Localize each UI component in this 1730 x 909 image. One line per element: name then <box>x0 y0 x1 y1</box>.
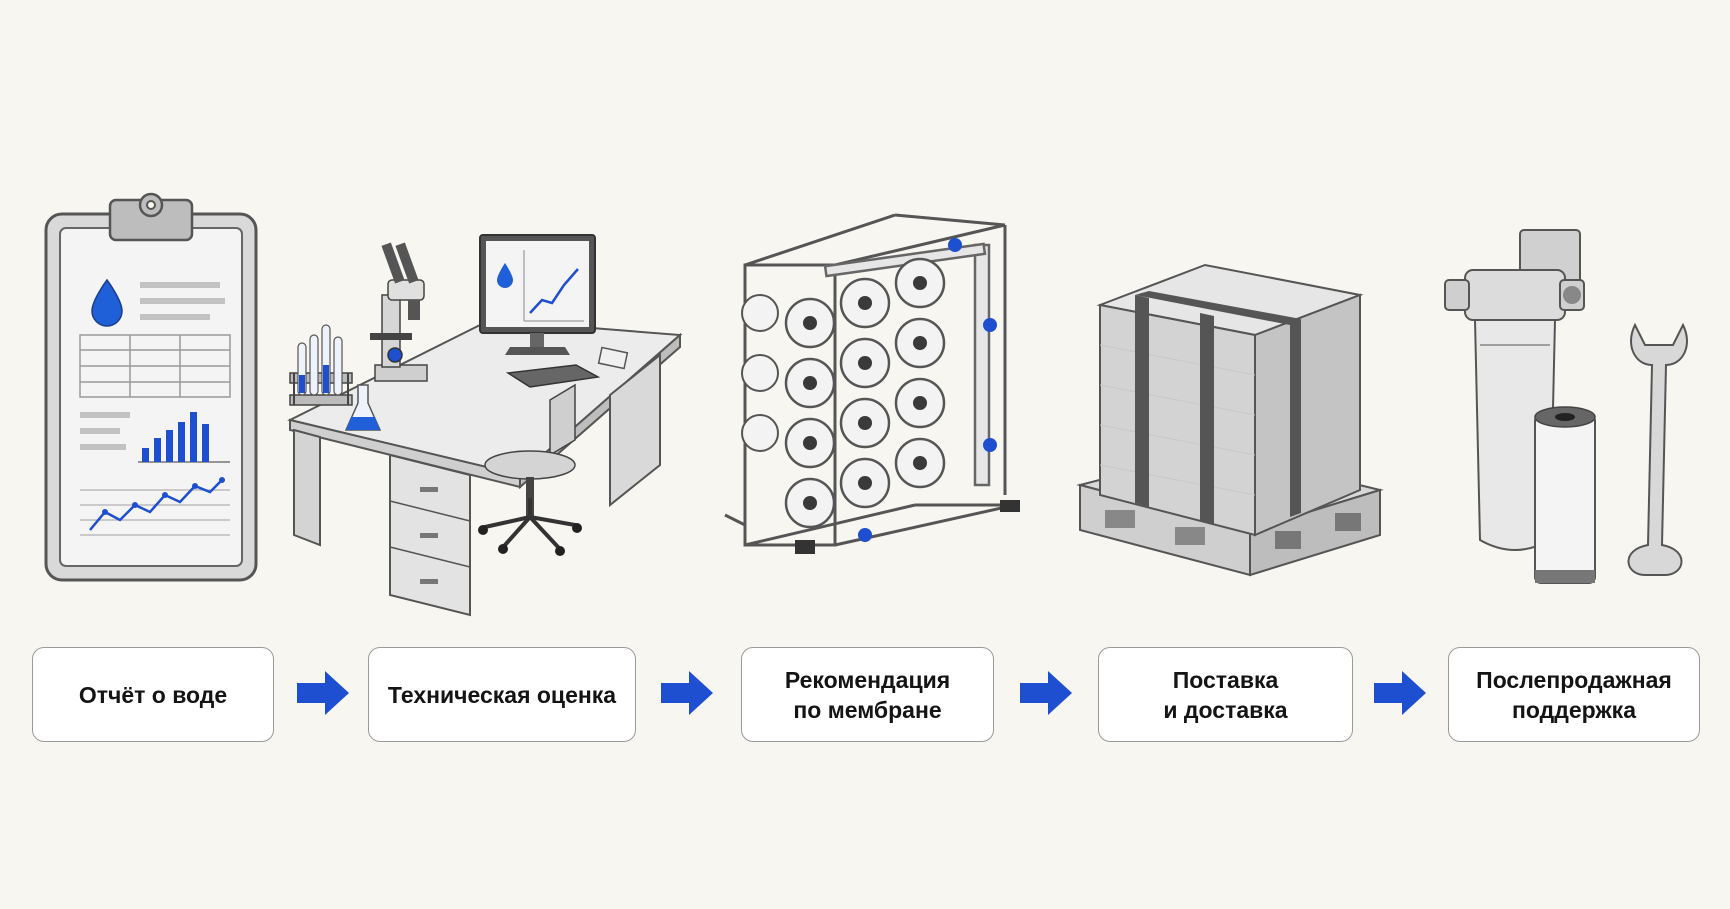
step-after-sales-support: Послепродажная поддержка <box>1448 647 1700 742</box>
step-supply-delivery: Поставка и доставка <box>1098 647 1353 742</box>
membrane-rack-illustration <box>724 213 1020 554</box>
step-label-line-1: Послепродажная <box>1476 666 1672 693</box>
step-technical-assessment: Техническая оценка <box>368 647 636 742</box>
step-label: Отчёт о воде <box>78 681 228 708</box>
step-label-line-1: Рекомендация <box>784 666 951 693</box>
step-label: Техническая оценка <box>387 681 617 708</box>
step-label-line-2: поддержка <box>1512 696 1636 723</box>
step-label-line-2: по мембране <box>793 696 942 723</box>
filter-wrench-illustration <box>1444 229 1688 584</box>
water-report-clipboard-illustration <box>44 192 258 582</box>
pallet-illustration <box>1076 263 1384 577</box>
lab-desk-illustration <box>287 234 683 617</box>
step-label-line-2: и доставка <box>1163 696 1288 723</box>
step-water-report: Отчёт о воде <box>32 647 274 742</box>
arrow-right-icon <box>297 671 349 715</box>
step-membrane-recommendation: Рекомендация по мембране <box>741 647 994 742</box>
arrow-right-icon <box>661 671 713 715</box>
step-label-line-1: Поставка <box>1172 666 1279 693</box>
arrow-right-icon <box>1020 671 1072 715</box>
arrow-right-icon <box>1374 671 1426 715</box>
